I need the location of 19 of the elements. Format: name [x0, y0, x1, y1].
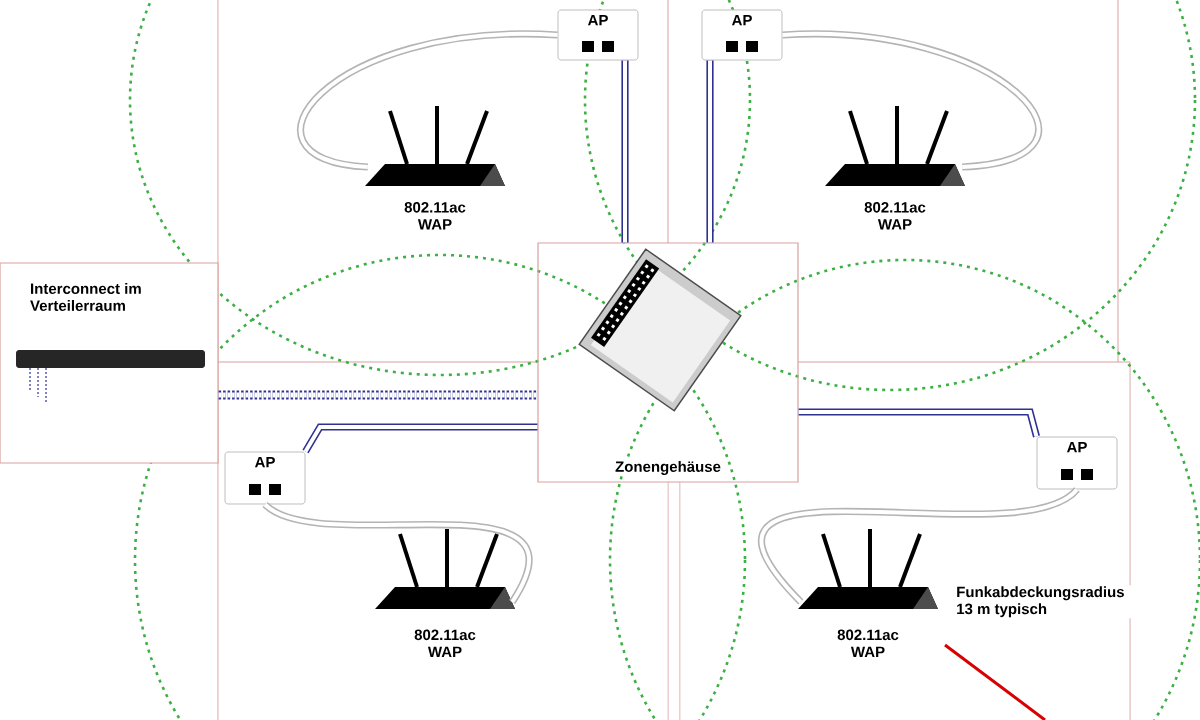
- room-box: Interconnect im Verteilerraum: [0, 262, 219, 464]
- access-point-box: AP: [701, 9, 783, 61]
- node-label: 802.11ac WAP: [864, 202, 926, 230]
- cable: [798, 408, 1040, 438]
- patch-cable: [263, 501, 532, 604]
- access-point-box: AP: [224, 451, 306, 505]
- patch-cable: [758, 486, 1080, 605]
- patch-cable: [297, 30, 558, 171]
- node-label: 802.11ac WAP: [837, 629, 899, 657]
- cable: [706, 60, 714, 243]
- access-point-box: AP: [1036, 436, 1118, 490]
- access-point-box: AP: [557, 9, 639, 61]
- coverage-label: Funkabdeckungsradius 13 m typisch: [955, 585, 1143, 619]
- cable: [302, 423, 538, 454]
- node-label: 802.11ac WAP: [404, 202, 466, 230]
- patch-cable: [782, 30, 1042, 171]
- cable: [621, 60, 629, 243]
- node-label: 802.11ac WAP: [414, 629, 476, 657]
- cable: [218, 390, 538, 400]
